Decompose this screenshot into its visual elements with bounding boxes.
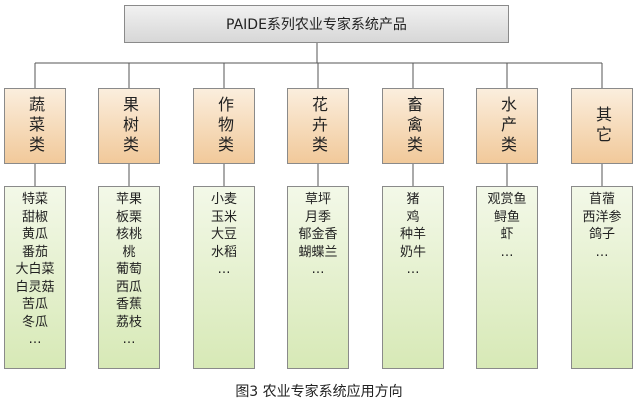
list-item: 冬瓜 xyxy=(21,314,48,330)
figure-caption: 图3 农业专家系统应用方向 xyxy=(235,384,403,400)
category-label: 花卉类 xyxy=(309,96,328,156)
list-item: 板栗 xyxy=(115,209,142,225)
category-label: 其它 xyxy=(593,106,612,146)
list-item: 葡萄 xyxy=(115,262,142,277)
list-item: … xyxy=(406,262,420,277)
list-item: 黄瓜 xyxy=(21,227,48,242)
category-label: 作物类 xyxy=(215,96,234,156)
items-box-fruit-trees: 苹果 板栗 核桃 桃 葡萄 西瓜 香蕉 荔枝 … xyxy=(98,186,160,369)
list-item: 西瓜 xyxy=(115,279,142,295)
list-item: 鲟鱼 xyxy=(493,209,520,225)
category-node-livestock: 畜禽类 xyxy=(382,88,444,164)
category-label: 果树类 xyxy=(120,96,139,156)
category-node-fruit-trees: 果树类 xyxy=(98,88,160,164)
list-item: 玉米 xyxy=(210,209,237,225)
list-item: 核桃 xyxy=(115,227,142,242)
category-node-flowers: 花卉类 xyxy=(287,88,349,164)
list-item: 大豆 xyxy=(210,227,237,242)
list-item: 奶牛 xyxy=(399,244,426,260)
category-node-aquatic: 水产类 xyxy=(476,88,538,164)
list-item: 甜椒 xyxy=(21,209,48,225)
category-label: 蔬菜类 xyxy=(26,96,45,156)
list-item: 西洋参 xyxy=(582,209,622,225)
list-item: 香蕉 xyxy=(115,297,142,312)
list-item: 草坪 xyxy=(304,192,331,207)
category-node-crops: 作物类 xyxy=(193,88,255,164)
list-item: 蝴蝶兰 xyxy=(298,244,338,260)
list-item: 番茄 xyxy=(21,244,48,260)
list-item: 特菜 xyxy=(21,192,48,207)
list-item: 小麦 xyxy=(210,192,237,207)
list-item: 水稻 xyxy=(210,244,237,260)
list-item: 月季 xyxy=(304,209,331,225)
list-item: 大白菜 xyxy=(15,262,55,277)
category-label: 畜禽类 xyxy=(404,96,423,156)
list-item: 白灵菇 xyxy=(15,279,55,295)
list-item: … xyxy=(500,244,514,260)
items-box-aquatic: 观赏鱼 鲟鱼 虾 … xyxy=(476,186,538,369)
list-item: 种羊 xyxy=(399,227,426,242)
list-item: … xyxy=(217,262,231,277)
list-item: 郁金香 xyxy=(298,227,338,242)
list-item: 苦瓜 xyxy=(21,297,48,312)
list-item: … xyxy=(595,244,609,260)
category-label: 水产类 xyxy=(498,96,517,156)
items-box-other: 苜蓿 西洋参 鸽子 … xyxy=(571,186,633,369)
items-box-flowers: 草坪 月季 郁金香 蝴蝶兰 … xyxy=(287,186,349,369)
list-item: 鸡 xyxy=(406,209,420,225)
root-node: PAIDE系列农业专家系统产品 xyxy=(124,5,509,43)
list-item: 观赏鱼 xyxy=(487,192,527,207)
list-item: … xyxy=(311,262,325,277)
list-item: 猪 xyxy=(406,192,420,207)
list-item: 鸽子 xyxy=(588,227,615,242)
items-box-vegetables: 特菜 甜椒 黄瓜 番茄 大白菜 白灵菇 苦瓜 冬瓜 … xyxy=(4,186,66,369)
list-item: 虾 xyxy=(500,227,514,242)
list-item: 桃 xyxy=(122,244,136,260)
list-item: … xyxy=(122,332,136,347)
list-item: 荔枝 xyxy=(115,314,142,330)
list-item: 苜蓿 xyxy=(588,192,615,207)
category-node-vegetables: 蔬菜类 xyxy=(4,88,66,164)
list-item: 苹果 xyxy=(115,192,142,207)
root-title: PAIDE系列农业专家系统产品 xyxy=(226,17,407,33)
items-box-crops: 小麦 玉米 大豆 水稻 … xyxy=(193,186,255,369)
list-item: … xyxy=(28,332,42,347)
items-box-livestock: 猪 鸡 种羊 奶牛 … xyxy=(382,186,444,369)
category-node-other: 其它 xyxy=(571,88,633,164)
